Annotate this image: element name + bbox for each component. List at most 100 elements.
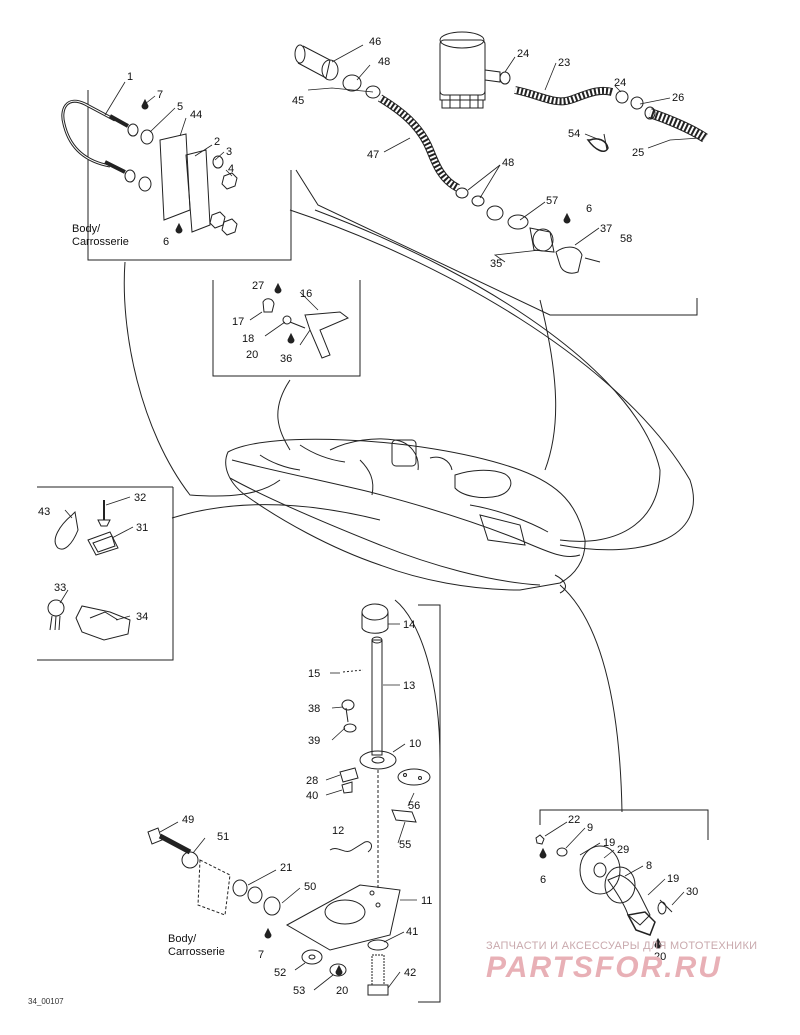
callout-30: 30	[686, 886, 698, 898]
callout-leaders	[59, 44, 701, 991]
callout-57: 57	[546, 195, 558, 207]
callout-33: 33	[54, 582, 66, 594]
callout-7: 7	[258, 949, 264, 961]
callout-11: 11	[421, 895, 432, 907]
callout-48: 48	[378, 56, 390, 68]
group-bracket-top-right	[295, 169, 698, 316]
clips-group	[47, 500, 131, 641]
callout-26: 26	[672, 92, 684, 104]
callout-47: 47	[367, 149, 379, 161]
callout-38: 38	[308, 703, 320, 715]
callout-24: 24	[517, 48, 529, 60]
callout-3: 3	[226, 146, 232, 158]
callout-27: 27	[252, 280, 264, 292]
callout-13: 13	[403, 680, 415, 692]
callout-29: 29	[617, 844, 629, 856]
callout-21: 21	[280, 862, 292, 874]
callout-19: 19	[603, 837, 615, 849]
callout-7: 7	[157, 89, 163, 101]
callout-44: 44	[190, 109, 202, 121]
leader-curve-1	[123, 261, 281, 497]
callout-5: 5	[177, 101, 183, 113]
callout-14: 14	[403, 619, 415, 631]
callout-37: 37	[600, 223, 612, 235]
callout-52: 52	[274, 967, 286, 979]
lever-assembly	[262, 282, 349, 359]
callout-20: 20	[654, 951, 666, 963]
callout-16: 16	[300, 288, 312, 300]
callout-12: 12	[332, 825, 344, 837]
hose-assembly	[294, 44, 601, 274]
callout-6: 6	[586, 203, 592, 215]
callout-25: 25	[632, 147, 644, 159]
u-bolt-part	[61, 98, 238, 236]
callout-23: 23	[558, 57, 570, 69]
callout-53: 53	[293, 985, 305, 997]
callout-49: 49	[182, 814, 194, 826]
callout-41: 41	[406, 926, 418, 938]
callout-20: 20	[246, 349, 258, 361]
rod-assembly	[285, 603, 431, 996]
callout-19: 19	[667, 873, 679, 885]
callout-58: 58	[620, 233, 632, 245]
hull-body	[225, 438, 586, 594]
group-bracket-topleft	[87, 90, 292, 261]
callout-28: 28	[306, 775, 318, 787]
callout-56: 56	[408, 800, 420, 812]
callout-22: 22	[568, 814, 580, 826]
callout-45: 45	[292, 95, 304, 107]
callout-9: 9	[587, 822, 593, 834]
leader-curve-8	[394, 599, 441, 761]
callout-20: 20	[336, 985, 348, 997]
watermark-tagline: ЗАПЧАСТИ И АКСЕССУАРЫ ДЛЯ МОТОТЕХНИКИ	[486, 940, 758, 952]
group-bracket-lever	[212, 280, 361, 377]
leader-curve-4	[314, 209, 661, 542]
callout-17: 17	[232, 316, 244, 328]
callout-1: 1	[127, 71, 133, 83]
callout-15: 15	[308, 668, 320, 680]
group-bracket-rod	[418, 604, 441, 1003]
callout-50: 50	[304, 881, 316, 893]
cable-fitting	[535, 834, 673, 949]
lower-hardware	[147, 827, 347, 977]
callout-40: 40	[306, 790, 318, 802]
callout-46: 46	[369, 36, 381, 48]
leader-curve-3	[289, 209, 694, 551]
leader-curve-5	[539, 299, 557, 471]
callout-35: 35	[490, 258, 502, 270]
bilge-pump	[439, 31, 511, 109]
callout-42: 42	[404, 967, 416, 979]
callout-4: 4	[228, 163, 234, 175]
callout-32: 32	[134, 492, 146, 504]
callout-31: 31	[136, 522, 148, 534]
leader-curve-6	[277, 379, 291, 451]
callout-2: 2	[214, 136, 220, 148]
group-bracket-cable	[539, 809, 709, 840]
callout-6: 6	[540, 874, 546, 886]
body-label-top-line1: Body/	[72, 223, 101, 235]
callout-34: 34	[136, 611, 148, 623]
callout-55: 55	[399, 839, 411, 851]
leader-curve-7	[559, 584, 623, 813]
diagram-code: 34_00107	[28, 997, 64, 1006]
callout-43: 43	[38, 506, 50, 518]
callout-39: 39	[308, 735, 320, 747]
leader-curve-2	[171, 504, 381, 521]
body-label-top-line2: Carrosserie	[72, 236, 129, 248]
callout-24: 24	[614, 77, 626, 89]
callout-6: 6	[163, 236, 169, 248]
callout-54: 54	[568, 128, 580, 140]
callout-36: 36	[280, 353, 292, 365]
callout-48: 48	[502, 157, 514, 169]
callout-51: 51	[217, 831, 229, 843]
body-label-bottom-line2: Carrosserie	[168, 946, 225, 958]
watermark: ЗАПЧАСТИ И АКСЕССУАРЫ ДЛЯ МОТОТЕХНИКИ PA…	[486, 940, 796, 984]
callout-labels: 1 7 5 44 2 3 4 6 46 48 45 47 24 23 24 26…	[28, 36, 698, 1006]
body-label-bottom-line1: Body/	[168, 933, 197, 945]
callout-18: 18	[242, 333, 254, 345]
watermark-logo: PARTSFOR.RU	[486, 951, 722, 984]
callout-10: 10	[409, 738, 421, 750]
group-bracket-clips	[37, 487, 174, 661]
callout-8: 8	[646, 860, 652, 872]
